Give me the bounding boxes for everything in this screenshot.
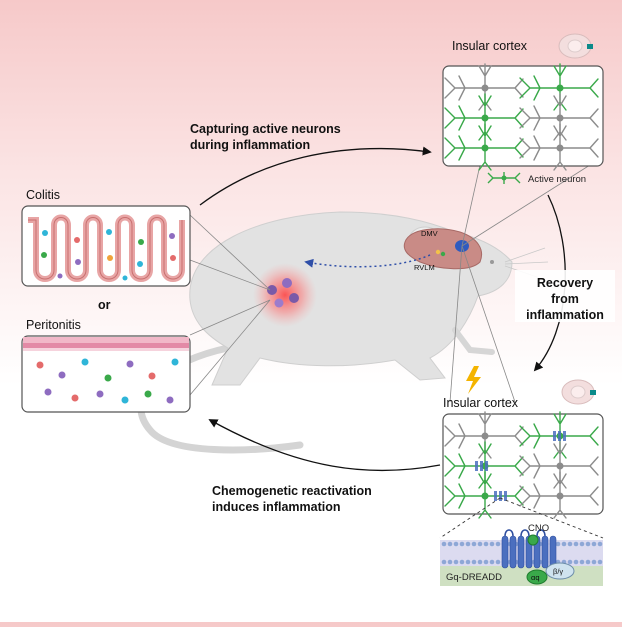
membrane-detail <box>440 529 603 586</box>
connector-lines <box>189 164 591 403</box>
active-neuron-label: Active neuron <box>528 174 586 185</box>
alpha-q-label: αq <box>531 573 540 582</box>
g-beta-gamma-subunit <box>545 562 575 580</box>
beta-gamma-label: β/γ <box>553 567 563 576</box>
capturing-label-line1: Capturing active neurons <box>190 122 341 136</box>
chemo-label-line1: Chemogenetic reactivation <box>212 484 372 498</box>
capturing-arrow <box>199 146 432 206</box>
gq-dreadd-label: Gq-DREADD <box>446 572 502 583</box>
colitis-immune-cells <box>41 229 176 281</box>
peritonitis-title: Peritonitis <box>26 318 81 332</box>
peritoneum-layers <box>23 337 189 351</box>
brain-section-icon-top <box>558 33 593 59</box>
colitis-villi <box>28 214 185 282</box>
inflammation-site <box>253 263 317 327</box>
stimulation-bolt-icon <box>466 366 481 394</box>
dreadd-receptor-marks <box>475 431 566 501</box>
recovery-label-line1: Recovery <box>537 276 593 290</box>
recovery-label-line3: inflammation <box>526 308 604 322</box>
or-label: or <box>98 298 111 312</box>
chemogenetic-arrow <box>208 419 441 472</box>
insular-top-title: Insular cortex <box>452 39 528 53</box>
peritonitis-immune-cells <box>36 358 179 404</box>
insular-top-panel <box>442 65 604 167</box>
mouse-illustration <box>137 211 549 454</box>
label-rvlm: RVLM <box>414 263 435 272</box>
cno-label: CNO <box>528 523 549 534</box>
recovery-label-line2: from <box>551 292 579 306</box>
cno-ligand-icon <box>527 534 539 546</box>
label-dmv: DMV <box>421 229 438 238</box>
projection-arrow <box>304 254 431 268</box>
colitis-title: Colitis <box>26 188 60 202</box>
brain-section-icon-bottom <box>561 379 596 405</box>
mouse-brain <box>403 228 483 270</box>
capturing-label-line2: during inflammation <box>190 138 310 152</box>
active-neuron-legend-icon <box>487 172 521 184</box>
g-alpha-q-subunit <box>526 569 548 585</box>
insular-bottom-title: Insular cortex <box>443 396 519 410</box>
chemo-label-line2: induces inflammation <box>212 500 341 514</box>
zoom-lines <box>439 497 604 539</box>
